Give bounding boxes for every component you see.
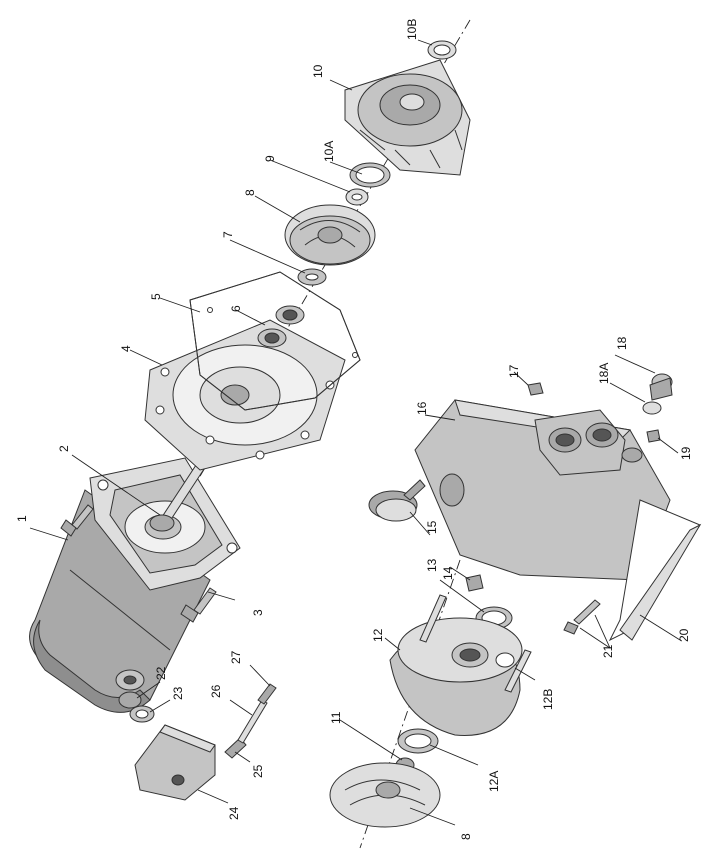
label-21: 21 — [601, 644, 615, 658]
label-2: 2 — [57, 445, 71, 452]
diffuser-part-10 — [344, 59, 471, 176]
label-18: 18 — [615, 336, 629, 350]
label-10a: 10A — [322, 141, 336, 162]
leader-lines — [29, 39, 681, 826]
fitting-part-27 — [257, 683, 277, 705]
seal-plate-part-12 — [389, 594, 532, 736]
label-12: 12 — [371, 628, 385, 642]
label-24: 24 — [227, 806, 241, 820]
label-8-lower: 8 — [459, 833, 473, 840]
plug-part-17 — [527, 382, 544, 396]
label-13: 13 — [425, 558, 439, 572]
plug-part-14 — [465, 574, 484, 592]
oring-part-18a — [642, 401, 662, 415]
label-23: 23 — [171, 686, 185, 700]
label-17: 17 — [507, 364, 521, 378]
bolt-part-3 — [180, 587, 217, 623]
elbow-part-25 — [224, 737, 247, 759]
impeller-part-8-lower — [329, 762, 441, 828]
ring-part-10a — [349, 162, 391, 188]
label-6: 6 — [229, 305, 243, 312]
label-20: 20 — [677, 628, 691, 642]
oring-part-12a — [397, 728, 439, 754]
label-9: 9 — [263, 155, 277, 162]
switch-box-part-24 — [134, 724, 216, 801]
adapter-plate-part-4 — [144, 319, 346, 471]
label-11: 11 — [329, 711, 343, 724]
impeller-part-8-upper — [284, 204, 376, 266]
label-1: 1 — [15, 515, 29, 522]
label-25: 25 — [251, 764, 265, 778]
tube-part-26 — [237, 699, 268, 744]
label-15: 15 — [425, 520, 439, 534]
label-16: 16 — [415, 401, 429, 415]
label-14: 14 — [441, 566, 455, 580]
ring-part-10b — [427, 40, 457, 60]
plug-part-19 — [646, 429, 661, 443]
label-8-upper: 8 — [243, 189, 257, 196]
label-26: 26 — [209, 684, 223, 698]
label-18a: 18A — [597, 363, 611, 384]
strainer-part-15 — [368, 479, 426, 522]
label-19: 19 — [679, 446, 693, 460]
bolt-part-21 — [563, 599, 601, 635]
label-27: 27 — [229, 650, 243, 664]
label-12a: 12A — [487, 771, 501, 792]
label-10: 10 — [311, 64, 325, 78]
ring-part-9 — [345, 188, 369, 206]
label-7: 7 — [221, 231, 235, 238]
label-3: 3 — [251, 609, 265, 616]
fitting-part-18 — [649, 373, 673, 401]
label-10b: 10B — [405, 19, 419, 40]
part-labels: 1 2 3 4 5 6 7 8 9 10A 10 10B 16 17 18 18… — [15, 19, 693, 840]
pump-housing-part-16 — [414, 399, 671, 581]
label-4: 4 — [119, 345, 133, 352]
gasket-part-5 — [189, 271, 361, 411]
bushing-part-22 — [118, 691, 142, 709]
bolt-part-1 — [60, 504, 94, 537]
label-22: 22 — [154, 666, 168, 680]
nut-part-23 — [129, 705, 155, 723]
label-5: 5 — [149, 293, 163, 300]
seal-part-6 — [257, 305, 305, 348]
label-12b: 12B — [541, 689, 555, 710]
base-part-20 — [608, 499, 702, 642]
